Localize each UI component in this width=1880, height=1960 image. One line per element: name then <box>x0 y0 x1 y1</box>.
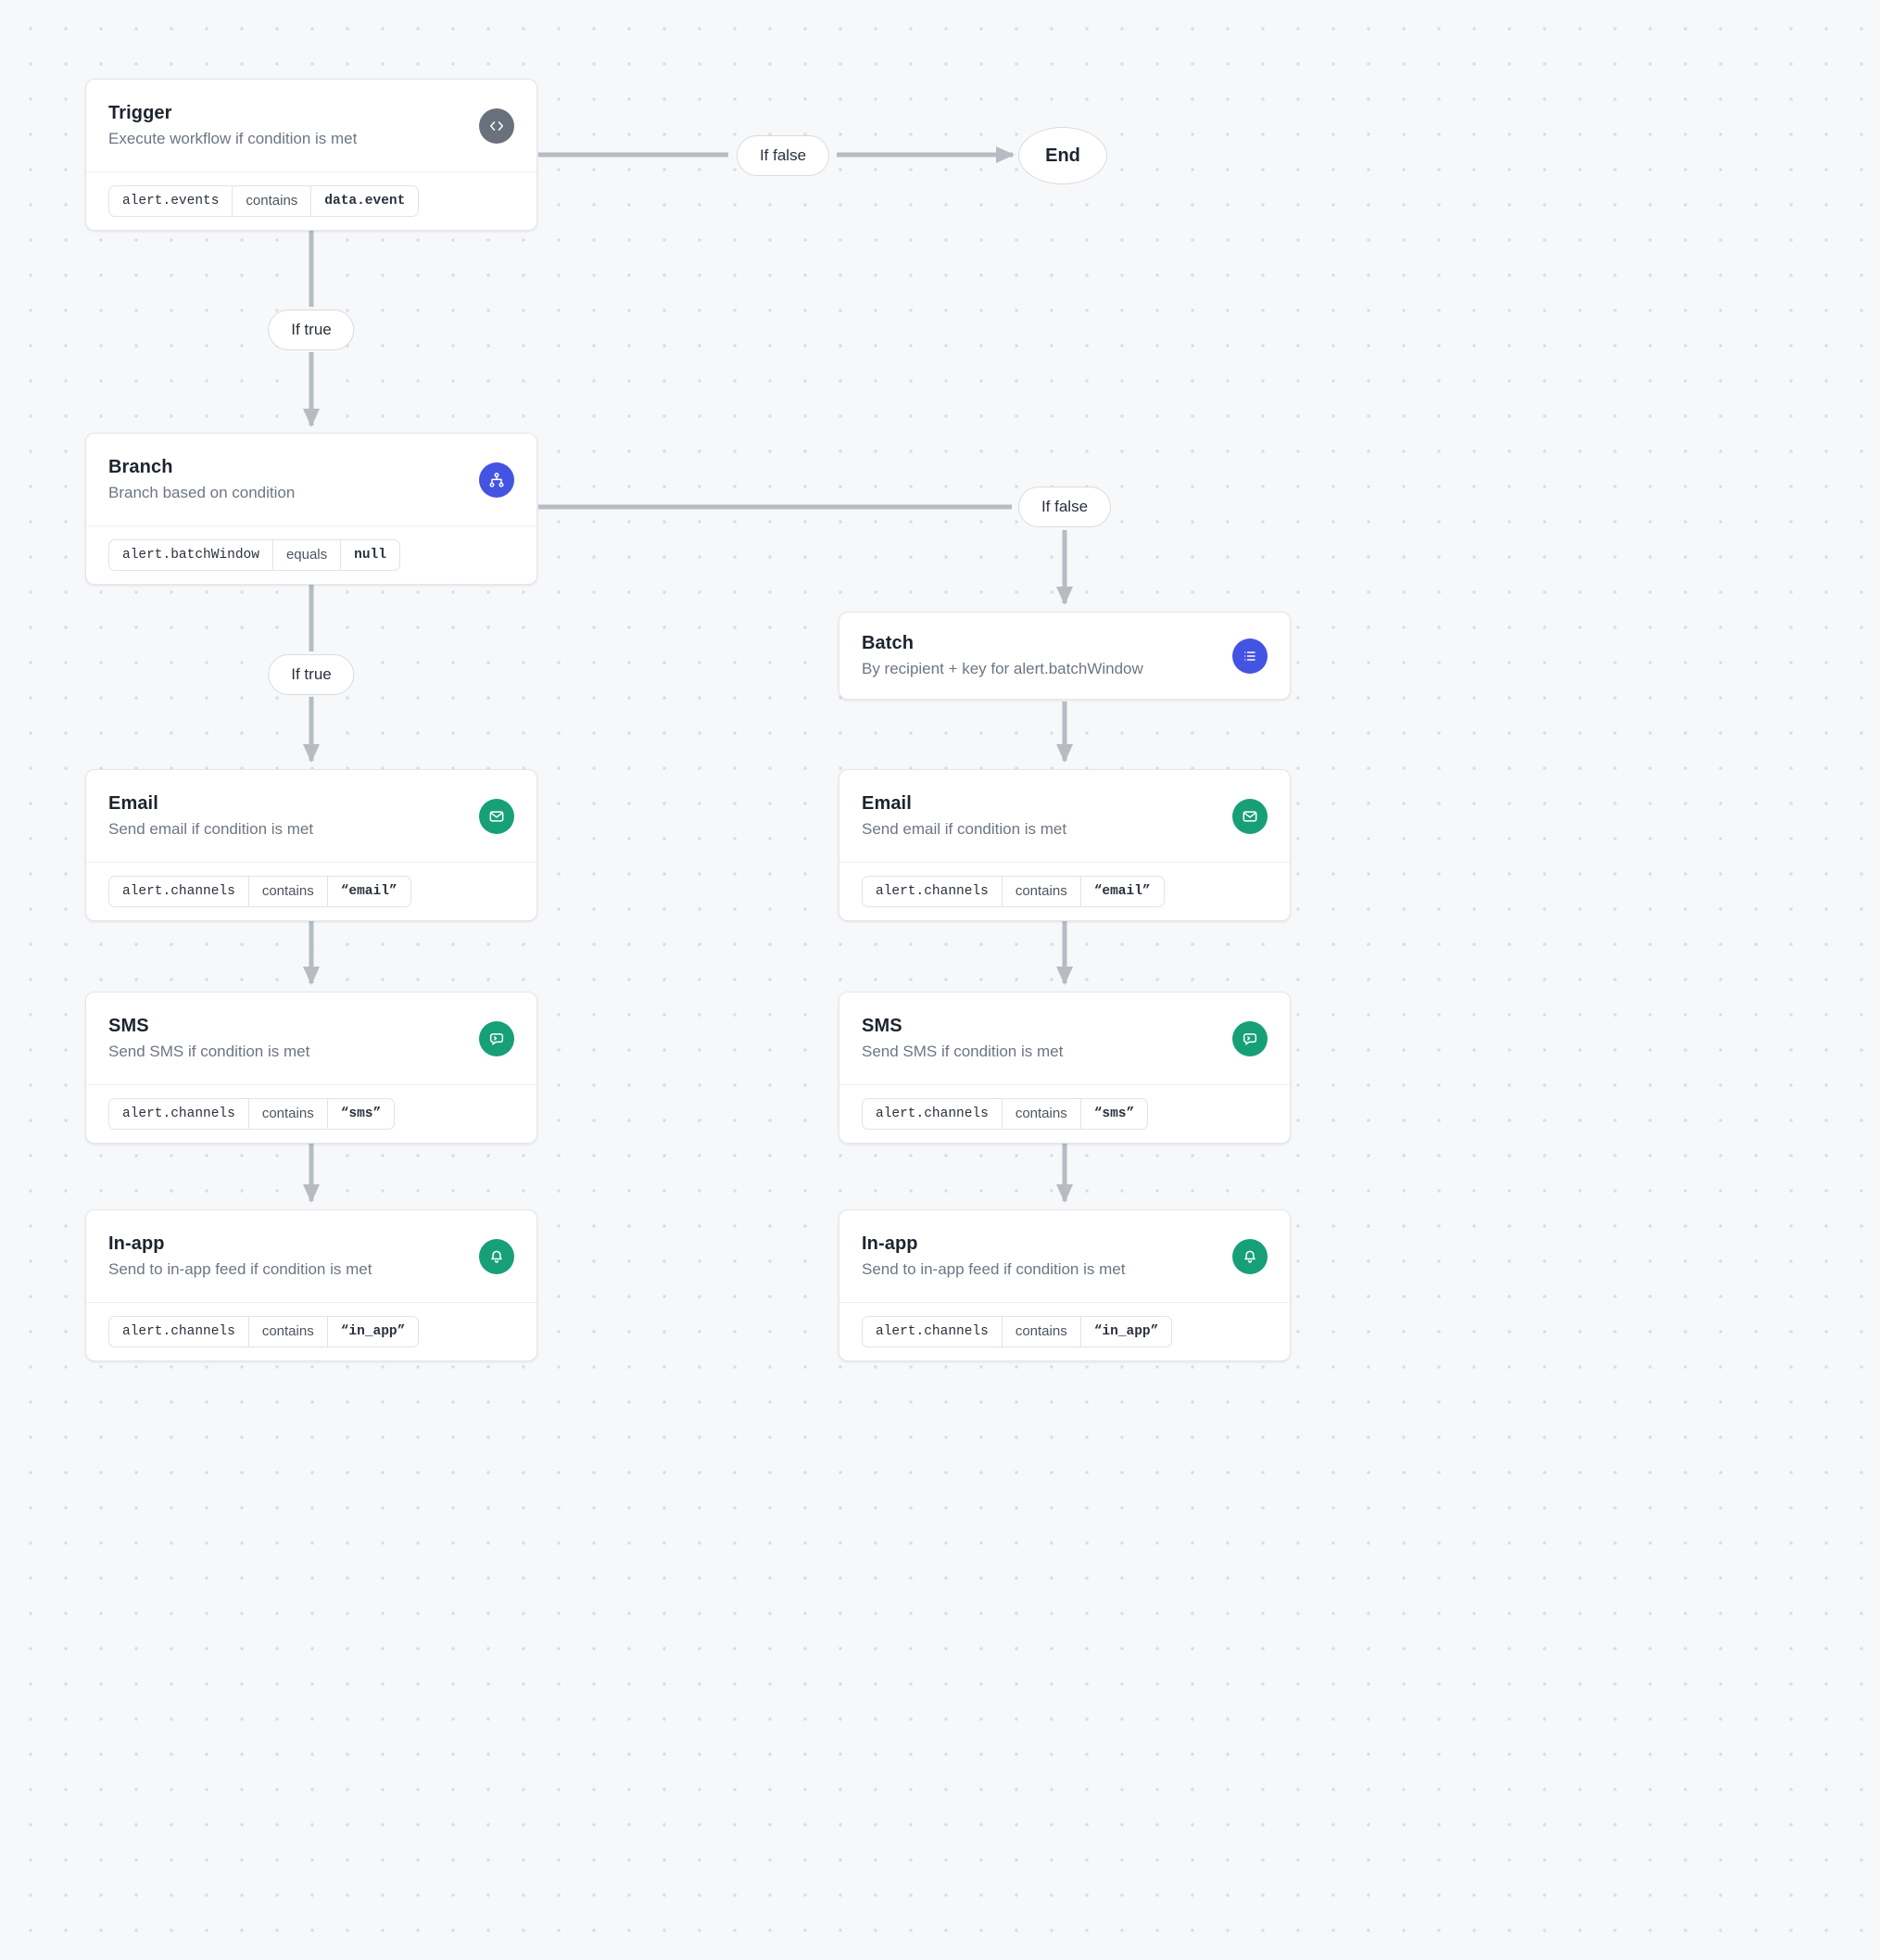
condition-field: alert.channels <box>862 1098 1003 1130</box>
condition-chip: alert.channels contains “email” <box>862 876 1165 907</box>
node-subtitle: Send to in-app feed if condition is met <box>862 1260 1126 1278</box>
bell-icon <box>479 1238 514 1274</box>
code-icon <box>479 107 514 144</box>
end-node[interactable]: End <box>1018 127 1107 184</box>
sms-node-right[interactable]: SMS Send SMS if condition is met alert.c… <box>839 992 1291 1144</box>
node-title: Batch <box>862 633 915 653</box>
condition-chip: alert.channels contains “sms” <box>108 1098 396 1130</box>
node-subtitle: Branch based on condition <box>108 484 296 501</box>
node-title: Trigger <box>108 103 172 123</box>
condition-field: alert.events <box>108 185 233 217</box>
node-subtitle: Send email if condition is met <box>108 820 314 838</box>
node-title: In-app <box>108 1233 165 1254</box>
condition-value: null <box>340 539 400 571</box>
condition-chip: alert.events contains data.event <box>108 185 420 217</box>
node-title: Email <box>862 793 912 814</box>
node-subtitle: Send SMS if condition is met <box>862 1043 1064 1060</box>
email-icon <box>479 798 514 834</box>
condition-field: alert.channels <box>862 1316 1003 1347</box>
condition-operator: contains <box>247 1316 328 1347</box>
sms-icon <box>1232 1020 1268 1056</box>
condition-field: alert.channels <box>108 1098 249 1130</box>
branch-icon <box>479 462 514 498</box>
branch-node[interactable]: Branch Branch based on condition alert.b… <box>85 433 537 585</box>
condition-operator: equals <box>271 539 342 571</box>
trigger-node[interactable]: Trigger Execute workflow if condition is… <box>85 79 537 231</box>
condition-field: alert.channels <box>108 1316 249 1347</box>
condition-value: “sms” <box>326 1098 396 1130</box>
condition-operator: contains <box>1001 1098 1081 1130</box>
condition-value: data.event <box>310 185 420 217</box>
sms-icon <box>479 1020 514 1056</box>
inapp-node-left[interactable]: In-app Send to in-app feed if condition … <box>85 1209 537 1361</box>
bell-icon <box>1232 1238 1268 1274</box>
condition-value: “in_app” <box>1079 1316 1173 1347</box>
if-false-label-top: If false <box>736 135 830 176</box>
email-node-left[interactable]: Email Send email if condition is met ale… <box>85 769 537 921</box>
condition-field: alert.channels <box>862 876 1003 907</box>
node-subtitle: By recipient + key for alert.batchWindow <box>862 660 1143 677</box>
inapp-node-right[interactable]: In-app Send to in-app feed if condition … <box>839 1209 1291 1361</box>
sms-node-left[interactable]: SMS Send SMS if condition is met alert.c… <box>85 992 537 1144</box>
condition-chip: alert.channels contains “email” <box>108 876 411 907</box>
node-title: SMS <box>862 1016 902 1036</box>
node-title: SMS <box>108 1016 149 1036</box>
batch-node[interactable]: Batch By recipient + key for alert.batch… <box>839 612 1291 700</box>
node-subtitle: Send email if condition is met <box>862 820 1067 838</box>
condition-operator: contains <box>247 1098 328 1130</box>
node-subtitle: Send to in-app feed if condition is met <box>108 1260 372 1278</box>
node-title: Email <box>108 793 158 814</box>
condition-value: “in_app” <box>326 1316 420 1347</box>
condition-field: alert.channels <box>108 876 249 907</box>
condition-operator: contains <box>1001 876 1081 907</box>
condition-value: “email” <box>1079 876 1165 907</box>
condition-operator: contains <box>247 876 328 907</box>
list-icon <box>1232 638 1268 674</box>
node-title: Branch <box>108 457 173 477</box>
condition-value: “email” <box>326 876 411 907</box>
node-title: In-app <box>862 1233 918 1254</box>
condition-chip: alert.channels contains “in_app” <box>108 1316 420 1347</box>
if-false-label-branch: If false <box>1017 487 1112 527</box>
condition-operator: contains <box>1001 1316 1081 1347</box>
node-subtitle: Execute workflow if condition is met <box>108 130 358 147</box>
condition-field: alert.batchWindow <box>108 539 273 571</box>
node-subtitle: Send SMS if condition is met <box>108 1043 310 1060</box>
if-true-label-1: If true <box>268 310 355 350</box>
condition-chip: alert.channels contains “sms” <box>862 1098 1149 1130</box>
condition-chip: alert.batchWindow equals null <box>108 539 400 571</box>
email-node-right[interactable]: Email Send email if condition is met ale… <box>839 769 1291 921</box>
condition-operator: contains <box>232 185 312 217</box>
if-true-label-2: If true <box>268 654 355 695</box>
condition-value: “sms” <box>1079 1098 1149 1130</box>
condition-chip: alert.channels contains “in_app” <box>862 1316 1173 1347</box>
email-icon <box>1232 798 1268 834</box>
